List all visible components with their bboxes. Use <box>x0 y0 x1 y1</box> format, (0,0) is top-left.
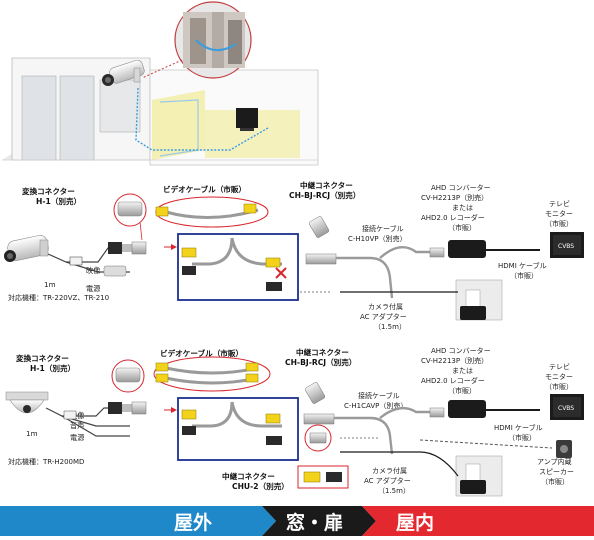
ahd-or: または <box>452 204 473 212</box>
dome-camera-icon <box>5 391 49 414</box>
adapter-length: （1.5m） <box>378 487 410 495</box>
ahd-converter-title: AHD コンバーター <box>431 346 491 355</box>
ac-adapter-icon <box>460 306 486 320</box>
window-closeup-inset <box>141 1 252 79</box>
connect-cable-title: 接続ケーブル <box>362 224 404 233</box>
banner-window-door-label: 窓・扉 <box>286 511 343 534</box>
ahd-converter-model: CV-H2213P（別売） <box>421 193 488 202</box>
section-2-wiring: 変換コネクター H-1（別売） ビデオケーブル（市販） 中継コネクター CH-B… <box>5 346 584 497</box>
relay-cable-icon <box>181 401 282 445</box>
banner-outdoor-label: 屋外 <box>174 511 212 534</box>
converter-connector-icon <box>117 201 143 217</box>
relay-connector-title: 中継コネクター <box>296 347 349 357</box>
converter-model: H-1（別売） <box>36 196 81 206</box>
tv-market: （市販） <box>545 219 573 228</box>
ac-adapter-icon <box>460 480 486 494</box>
tv-title: テレビ <box>549 362 570 371</box>
bullet-camera-icon <box>102 59 145 86</box>
video-cable-icon <box>155 203 259 219</box>
cable-route-path <box>135 87 269 151</box>
bnc-connector-icon <box>108 241 147 255</box>
connect-cable-title: 接続ケーブル <box>358 391 400 400</box>
tv-monitor: モニター <box>545 209 573 218</box>
relay-cable-icon <box>181 237 287 291</box>
ahd-converter-icon <box>448 240 486 258</box>
adapter-model: AC アダプター <box>360 312 407 321</box>
relay-connector-title: 中継コネクター <box>300 180 353 190</box>
hdmi-market: （市販） <box>510 271 538 280</box>
ahd-market: （市販） <box>448 386 476 395</box>
tv-title: テレビ <box>549 199 570 208</box>
bnc-connector-icon <box>108 401 147 415</box>
tv-monitor: モニター <box>545 372 573 381</box>
video-cable-label: ビデオケーブル（市販） <box>160 348 243 358</box>
relay-connector-icon <box>305 216 337 265</box>
cvbs-label: CVBS <box>558 243 574 250</box>
converter-connector-icon <box>115 367 141 383</box>
adapter-model: AC アダプター <box>364 476 411 485</box>
window-door-passthrough-box <box>177 397 299 461</box>
dc-plug-icon <box>103 265 127 277</box>
compatible-models: 対応機種：TR-220VZ、TR-210 <box>8 293 109 302</box>
video-cable-label: ビデオケーブル（市販） <box>163 184 246 194</box>
relay-connector-icon <box>303 382 335 425</box>
relay-connector-model: CH-BJ-RCJ（別売） <box>289 190 360 200</box>
bullet-camera-icon <box>4 235 49 262</box>
banner-indoor <box>362 506 594 536</box>
banner-outdoor <box>0 506 276 536</box>
adapter-title: カメラ付属 <box>372 466 407 475</box>
adapter-title: カメラ付属 <box>368 302 403 311</box>
converter-model: H-1（別売） <box>30 363 75 373</box>
banner-indoor-label: 屋内 <box>396 511 434 534</box>
compatible-models: 対応機種：TR-H200MD <box>8 457 84 466</box>
ahd-converter-icon <box>448 400 486 418</box>
ahd-or: または <box>452 367 473 375</box>
video-cable-icon <box>155 362 259 385</box>
connect-cable-model: C-H10VP（別売） <box>348 234 407 243</box>
ahd-market: （市販） <box>448 223 476 232</box>
banner-window-door <box>262 506 376 536</box>
section-1-wiring: 変換コネクター H-1（別売） ビデオケーブル（市販） 中継コネクター CH-B… <box>4 180 584 331</box>
location-banner: 屋外 窓・扉 屋内 <box>0 506 594 536</box>
converter-title: 変換コネクター <box>16 353 69 363</box>
power-line-label: 電源 <box>86 284 100 293</box>
hdmi-cable-label: HDMI ケーブル <box>494 423 543 432</box>
relay2-connector-icon <box>309 432 327 444</box>
cvbs-label: CVBS <box>558 405 574 412</box>
ahd-converter-model: CV-H2213P（別売） <box>421 356 488 365</box>
relay2-connector-title: 中継コネクター <box>222 471 275 481</box>
hdmi-market: （市販） <box>508 433 536 442</box>
amp-title: アンプ内蔵 <box>537 457 572 466</box>
ahd-converter-title: AHD コンバーター <box>431 183 491 192</box>
length-1m-camera: 1m <box>44 280 56 289</box>
ahd-recorder: AHD2.0 レコーダー <box>421 213 485 222</box>
connect-cable-icon <box>336 256 394 299</box>
relay2-connector-model: CHU-2（別売） <box>232 481 289 491</box>
house-illustration <box>2 1 319 166</box>
connect-cable-model: C-H1CAVP（別売） <box>344 401 407 410</box>
power-line-label: 電源 <box>70 433 84 442</box>
converter-title: 変換コネクター <box>22 186 75 196</box>
tv-market: （市販） <box>545 382 573 391</box>
amp-market: （市販） <box>541 477 569 486</box>
hdmi-cable-label: HDMI ケーブル <box>498 261 547 270</box>
connect-cable-icon <box>334 416 394 455</box>
amp-speaker: スピーカー <box>539 468 574 476</box>
adapter-length: （1.5m） <box>374 323 406 331</box>
relay-connector-model: CH-BJ-RCJ（別売） <box>285 357 356 367</box>
length-1m-camera: 1m <box>26 429 38 438</box>
ahd-recorder: AHD2.0 レコーダー <box>421 376 485 385</box>
